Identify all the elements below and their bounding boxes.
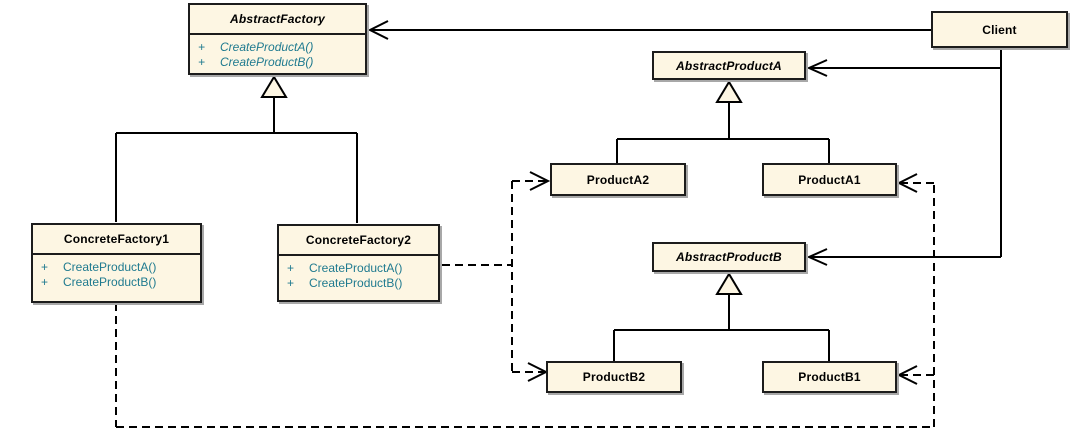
method-visibility: + — [287, 276, 295, 290]
class-producta1[interactable]: ProductA1 — [762, 163, 897, 196]
class-title: AbstractFactory — [190, 5, 365, 35]
method-row: + CreateProductA() — [287, 261, 432, 276]
method-signature: CreateProductB() — [220, 55, 314, 69]
arrowhead-cf2-producta2 — [529, 171, 551, 191]
dependency-arrowheads — [527, 171, 918, 385]
methods-compartment: + CreateProductA() + CreateProductB() — [190, 35, 365, 74]
method-visibility: + — [41, 260, 49, 274]
method-signature: CreateProductA() — [63, 260, 157, 274]
method-signature: CreateProductA() — [220, 40, 314, 54]
triangle-abstractfactory — [260, 75, 288, 98]
class-title: ConcreteFactory1 — [33, 225, 200, 255]
method-visibility: + — [198, 55, 206, 69]
method-row: + CreateProductA() — [41, 260, 194, 275]
methods-compartment: + CreateProductA() + CreateProductB() — [33, 255, 200, 294]
class-concretefactory2[interactable]: ConcreteFactory2 + CreateProductA() + Cr… — [277, 224, 440, 302]
class-title: ProductA2 — [586, 172, 650, 187]
arrowhead-cf1-productb1 — [896, 365, 918, 385]
association-lines — [367, 20, 1002, 266]
method-row: + CreateProductB() — [41, 275, 194, 290]
class-title: ProductB2 — [582, 370, 646, 384]
class-title: ConcreteFactory2 — [279, 226, 438, 256]
class-productb1[interactable]: ProductB1 — [762, 361, 897, 393]
triangle-abstractproducta — [715, 80, 743, 103]
method-row: + CreateProductA() — [198, 40, 359, 55]
class-client[interactable]: Client — [931, 11, 1068, 48]
method-signature: CreateProductB() — [63, 275, 157, 289]
class-title: Client — [982, 22, 1017, 37]
class-title: AbstractProductB — [676, 250, 782, 264]
triangle-abstractproductb — [715, 272, 743, 295]
class-title: ProductB1 — [798, 370, 861, 384]
class-title: ProductA1 — [798, 172, 861, 187]
class-abstractfactory[interactable]: AbstractFactory + CreateProductA() + Cre… — [188, 3, 367, 75]
method-visibility: + — [41, 275, 49, 289]
methods-compartment: + CreateProductA() + CreateProductB() — [279, 256, 438, 295]
method-visibility: + — [287, 261, 295, 275]
method-row: + CreateProductB() — [287, 276, 432, 291]
class-producta2[interactable]: ProductA2 — [550, 163, 686, 196]
method-signature: CreateProductA() — [309, 261, 403, 275]
class-title: AbstractProductA — [676, 58, 782, 73]
arrowhead-cf1-producta1 — [896, 173, 918, 193]
generalization-lines — [115, 97, 830, 361]
class-abstractproducta[interactable]: AbstractProductA — [652, 51, 806, 80]
dependency-lines — [115, 180, 935, 428]
arrowhead-client-abstractfactory — [367, 20, 389, 40]
arrowhead-client-abstractproductb — [806, 248, 828, 266]
class-abstractproductb[interactable]: AbstractProductB — [652, 242, 806, 272]
inheritance-triangles — [260, 75, 743, 295]
class-productb2[interactable]: ProductB2 — [546, 361, 682, 393]
arrowhead-client-abstractproducta — [806, 59, 828, 77]
class-concretefactory1[interactable]: ConcreteFactory1 + CreateProductA() + Cr… — [31, 223, 202, 303]
method-signature: CreateProductB() — [309, 276, 403, 290]
method-row: + CreateProductB() — [198, 55, 359, 70]
method-visibility: + — [198, 40, 206, 54]
